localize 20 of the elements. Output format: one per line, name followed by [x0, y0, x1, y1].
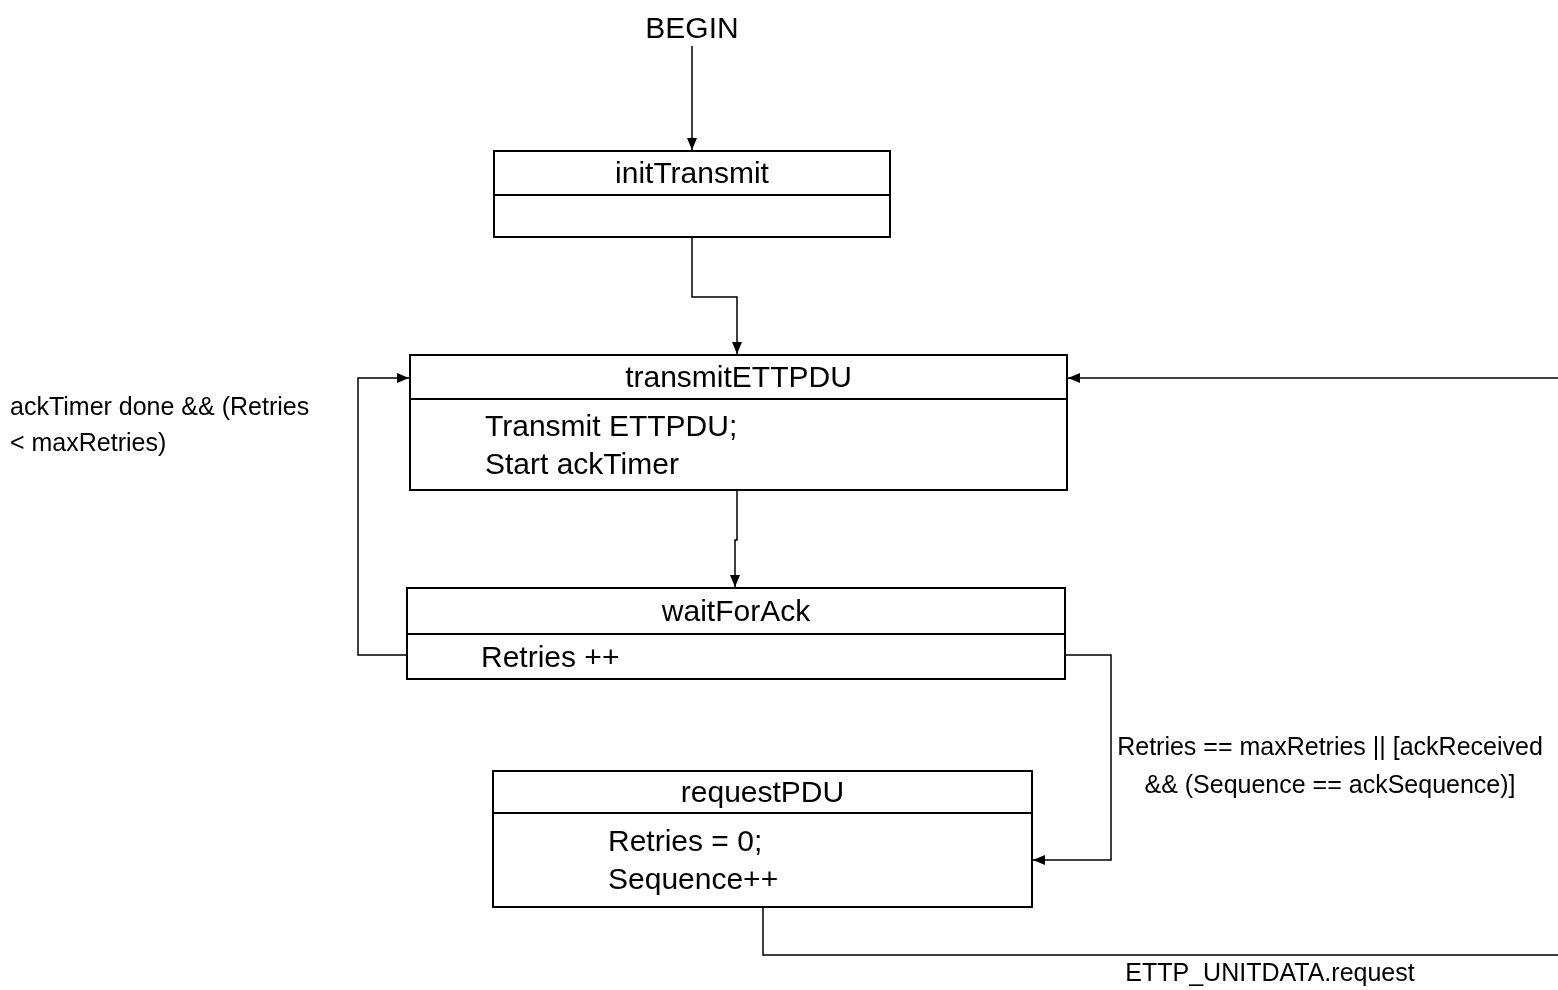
- state-name: transmitETTPDU: [625, 359, 852, 395]
- arrow: [1032, 654, 1112, 865]
- arrow: [691, 237, 742, 355]
- arrow: [357, 373, 410, 656]
- start-label: BEGIN: [612, 6, 772, 50]
- state-box: [409, 354, 1068, 491]
- state-box: [492, 770, 1033, 908]
- action-text: Transmit ETTPDU;: [485, 407, 739, 444]
- action-text: Start ackTimer: [485, 445, 680, 482]
- arrow: [687, 45, 697, 151]
- arrow: [730, 490, 740, 588]
- action-text: Retries ++: [481, 638, 621, 675]
- arrow: [1067, 373, 1558, 383]
- action-text: Retries = 0;: [608, 823, 764, 859]
- state-box: [493, 150, 891, 238]
- state-box: [406, 587, 1066, 680]
- state-name: requestPDU: [680, 774, 845, 810]
- state-name: initTransmit: [615, 155, 769, 191]
- action-text: Sequence++: [608, 861, 780, 897]
- state-name: waitForAck: [661, 593, 811, 629]
